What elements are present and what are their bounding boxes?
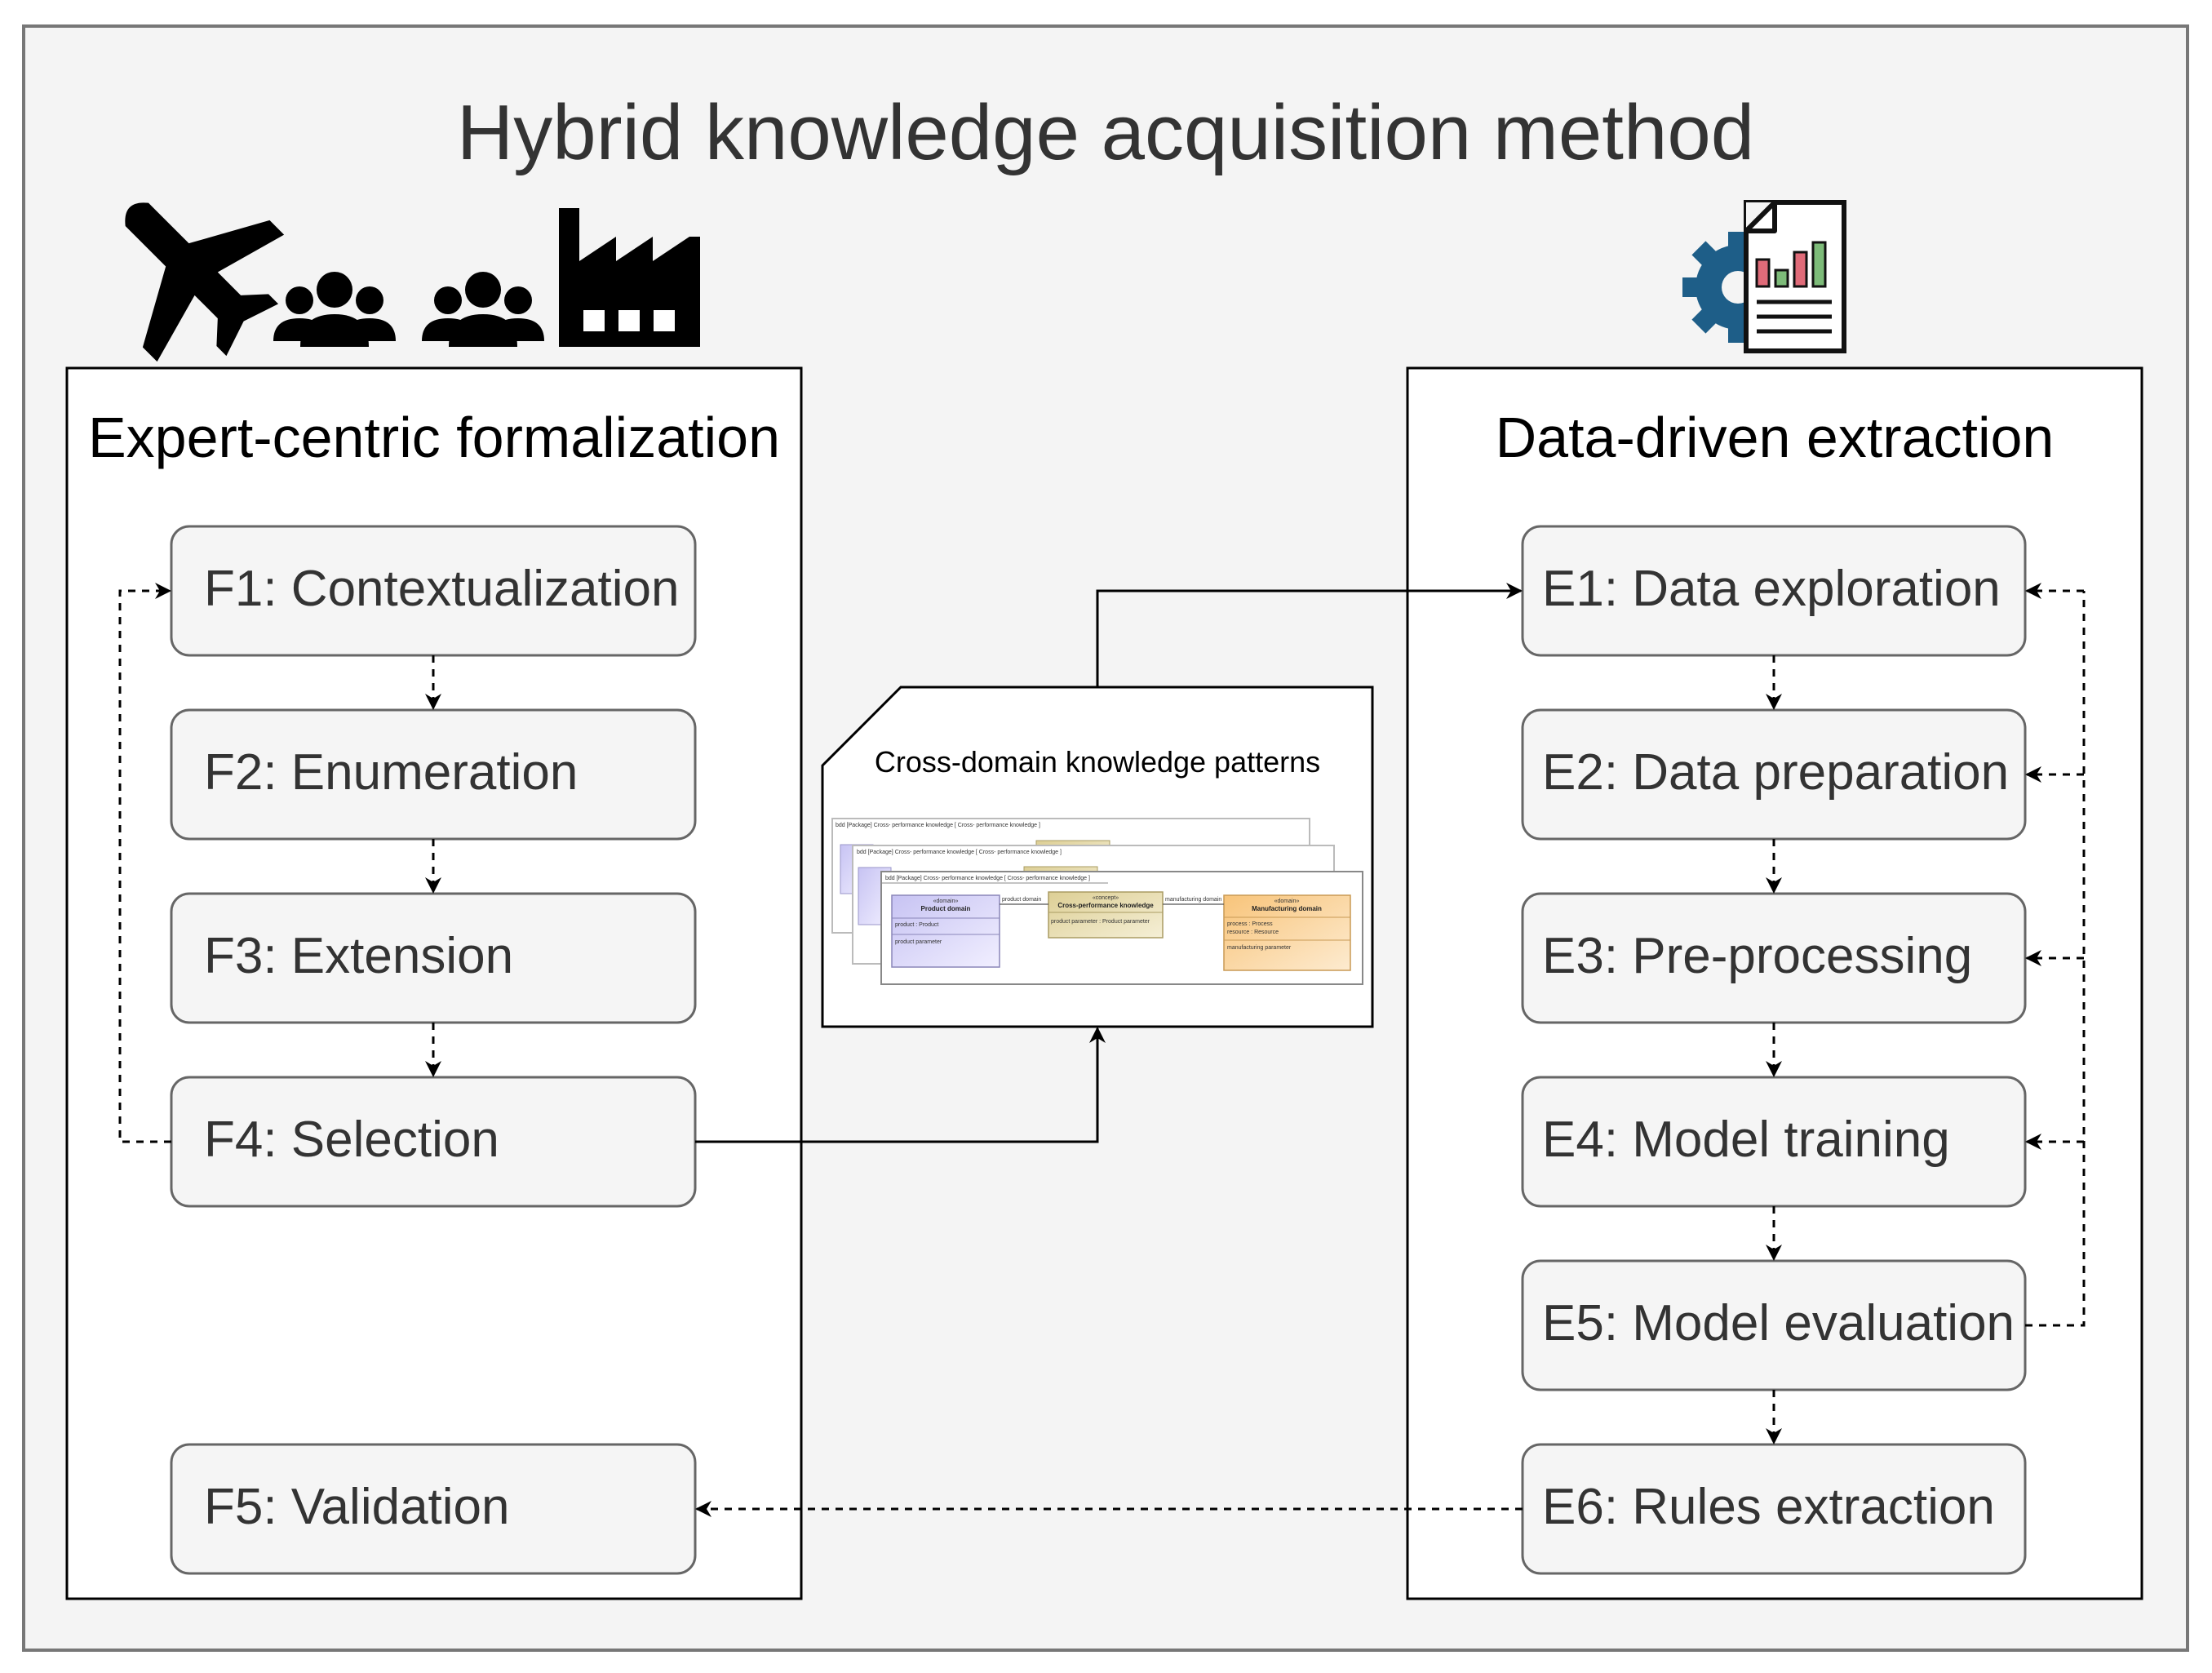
uml-header-back1: bdd [Package] Cross- performance knowled… bbox=[836, 823, 1040, 828]
step-e1-label: E1: Data exploration bbox=[1542, 561, 2001, 617]
step-f1: F1: Contextualization bbox=[170, 525, 697, 657]
arrow-e5-feedback-trunk bbox=[2025, 591, 2086, 1327]
uml-header-front: bdd [Package] Cross- performance knowled… bbox=[885, 876, 1090, 881]
uml-product-attr: product : Product bbox=[895, 922, 938, 928]
uml-product-param: product parameter bbox=[895, 939, 942, 945]
uml-knowledge-block bbox=[1048, 891, 1164, 939]
uml-manufacturing-name: Manufacturing domain bbox=[1252, 905, 1322, 912]
uml-edge-label-product: product domain bbox=[1002, 897, 1041, 903]
step-e4-label: E4: Model training bbox=[1542, 1112, 1950, 1168]
step-f4: F4: Selection bbox=[170, 1076, 697, 1208]
page-title: Hybrid knowledge acquisition method bbox=[457, 89, 1754, 176]
uml-header-back2: bdd [Package] Cross- performance knowled… bbox=[857, 850, 1062, 855]
uml-product-stereotype: «domain» bbox=[933, 899, 959, 904]
step-e2-label: E2: Data preparation bbox=[1542, 744, 2009, 801]
uml-product-block bbox=[891, 894, 1000, 968]
step-f2-label: F2: Enumeration bbox=[204, 744, 578, 801]
step-f5-label: F5: Validation bbox=[204, 1479, 510, 1535]
right-panel-title: Data-driven extraction bbox=[1496, 406, 2055, 469]
uml-knowledge-name: Cross-performance knowledge bbox=[1057, 902, 1154, 909]
arrow-f4-f1-loop bbox=[118, 583, 171, 1143]
step-e6: E6: Rules extraction bbox=[1521, 1443, 2027, 1575]
team-icon bbox=[422, 272, 544, 347]
step-f1-label: F1: Contextualization bbox=[204, 561, 679, 617]
uml-product-name: Product domain bbox=[921, 905, 971, 912]
uml-manufacturing-block bbox=[1223, 894, 1351, 971]
step-f4-label: F4: Selection bbox=[204, 1112, 499, 1168]
step-e3-label: E3: Pre-processing bbox=[1542, 928, 1972, 984]
arrow-f4-patterns bbox=[695, 1027, 1106, 1143]
left-panel-title: Expert-centric formalization bbox=[88, 406, 780, 469]
uml-manufacturing-attr1: process : Process bbox=[1227, 921, 1273, 927]
knowledge-patterns-box: Cross-domain knowledge patterns bdd [Pac… bbox=[821, 686, 1374, 1028]
uml-manufacturing-param: manufacturing parameter bbox=[1227, 945, 1292, 951]
step-f2: F2: Enumeration bbox=[170, 708, 697, 841]
arrow-patterns-e1 bbox=[1096, 583, 1523, 687]
step-e3: E3: Pre-processing bbox=[1521, 892, 2027, 1024]
knowledge-patterns-title: Cross-domain knowledge patterns bbox=[875, 745, 1320, 779]
step-e6-label: E6: Rules extraction bbox=[1542, 1479, 1995, 1535]
airplane-icon bbox=[125, 202, 285, 362]
step-e1: E1: Data exploration bbox=[1521, 525, 2027, 657]
step-e5-label: E5: Model evaluation bbox=[1542, 1295, 2015, 1351]
step-f3: F3: Extension bbox=[170, 892, 697, 1024]
step-e4: E4: Model training bbox=[1521, 1076, 2027, 1208]
uml-thumbnail: bdd [Package] Cross- performance knowled… bbox=[831, 818, 1363, 985]
uml-manufacturing-stereotype: «domain» bbox=[1274, 899, 1300, 904]
step-e5: E5: Model evaluation bbox=[1521, 1259, 2027, 1391]
report-gear-icon bbox=[1682, 200, 1846, 353]
step-e2: E2: Data preparation bbox=[1521, 708, 2027, 841]
step-f5: F5: Validation bbox=[170, 1443, 697, 1575]
uml-knowledge-attr: product parameter : Product parameter bbox=[1051, 919, 1150, 925]
uml-manufacturing-attr2: resource : Resource bbox=[1227, 930, 1279, 935]
team-icon bbox=[273, 272, 396, 347]
uml-edge-label-manufacturing: manufacturing domain bbox=[1165, 897, 1221, 903]
step-f3-label: F3: Extension bbox=[204, 928, 513, 984]
factory-icon bbox=[559, 208, 700, 347]
uml-knowledge-stereotype: «concept» bbox=[1093, 895, 1119, 901]
